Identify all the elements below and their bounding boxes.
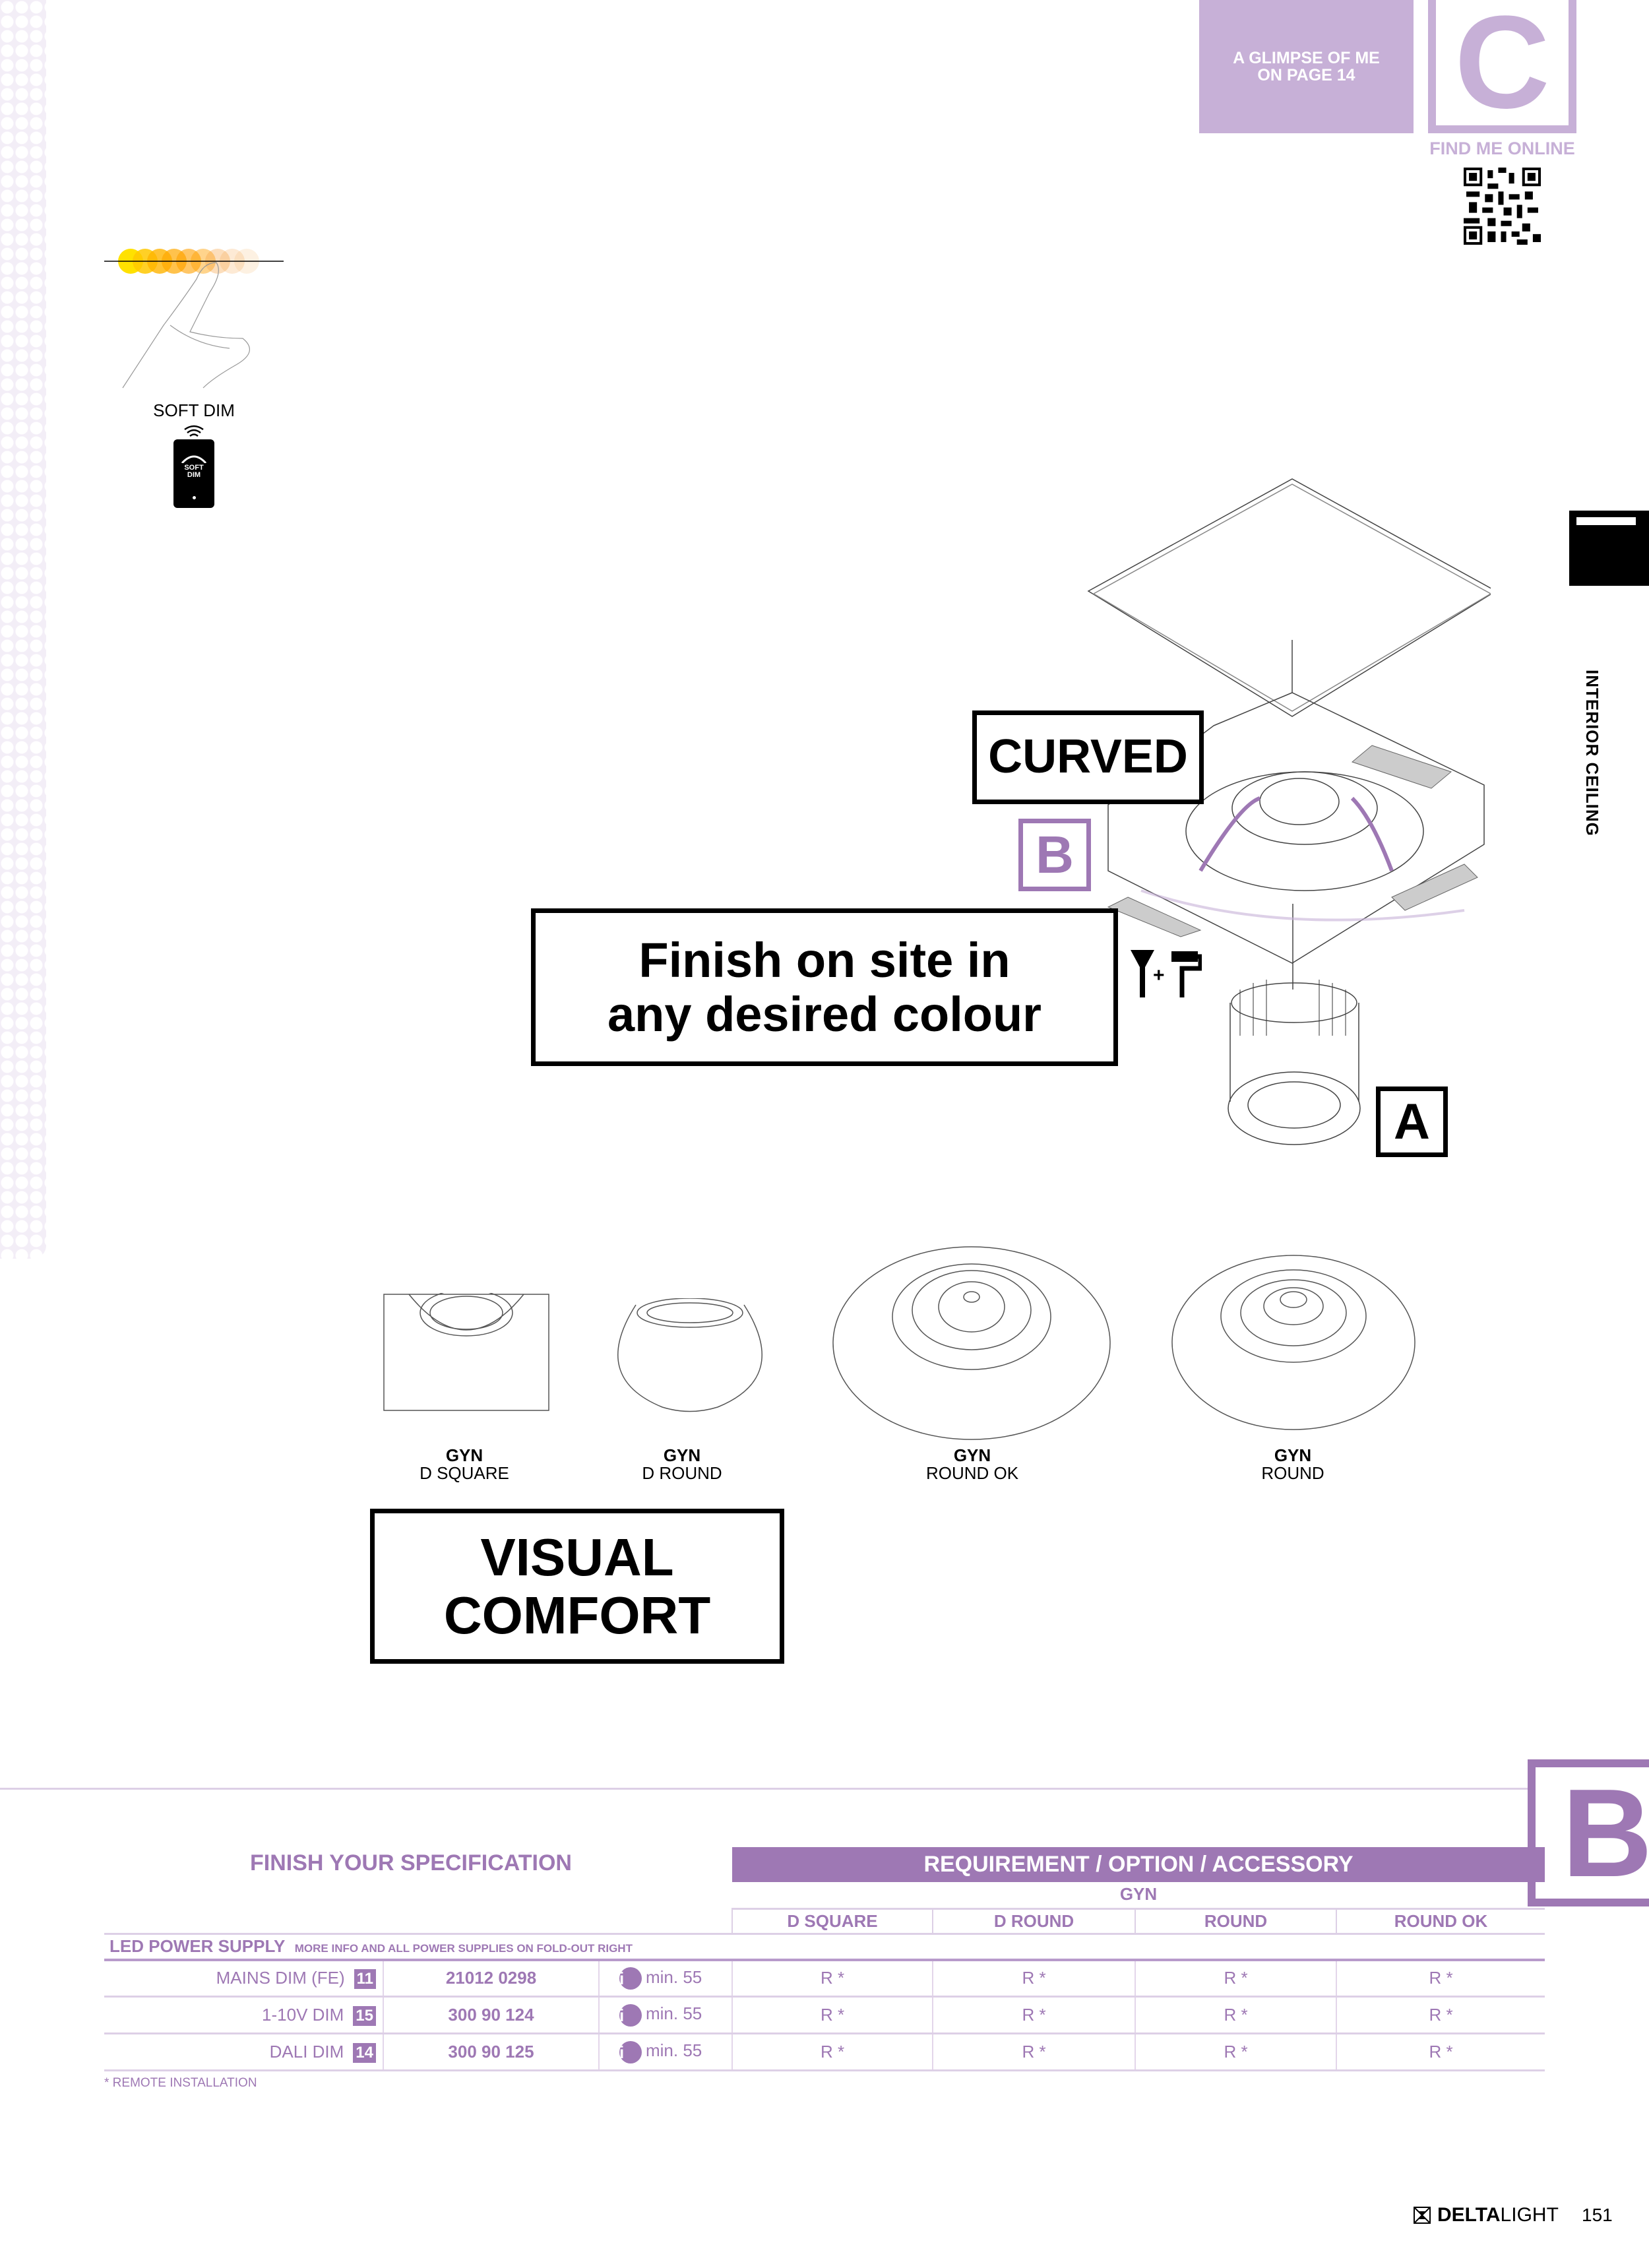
curved-callout: CURVED [972,710,1204,804]
visual-comfort-callout: VISUAL COMFORT [370,1509,784,1664]
find-me-online-label: FIND ME ONLINE [1429,139,1575,158]
category-letter-box: C [1428,0,1576,133]
group-row: LED POWER SUPPLY MORE INFO AND ALL POWER… [104,1934,1545,1961]
finish-callout: Finish on site in any desired colour [531,908,1118,1066]
spec-title: FINISH YOUR SPECIFICATION [249,1850,572,1875]
soft-dim-label: SOFT DIM [153,400,235,420]
column-header-row: D SQUARE D ROUND ROUND ROUND OK [104,1908,1545,1935]
column-header: D SQUARE [731,1908,933,1935]
glimpse-link[interactable]: A GLIMPSE OF ME ON PAGE 14 [1199,0,1414,133]
column-header: D ROUND [932,1908,1135,1935]
column-header: ROUND OK [1336,1908,1545,1935]
page-ref-badge[interactable]: 14 [353,2042,376,2063]
product-code: 300 90 124 [448,2005,534,2025]
qr-code-icon[interactable] [1464,166,1541,246]
spec-table: D SQUARE D ROUND ROUND ROUND OK LED POWE… [104,1908,1545,2071]
remote-text-line2: DIM [187,471,201,479]
glimpse-line2: ON PAGE 14 [1257,66,1355,84]
paint-roller-icon: + [1131,950,1202,997]
requirement-header: REQUIREMENT / OPTION / ACCESSORY [732,1847,1545,1882]
wireless-signal-icon [183,424,205,439]
footnote: * REMOTE INSTALLATION [104,2076,257,2090]
visual-line1: VISUAL [480,1527,674,1587]
finish-line2: any desired colour [607,986,1042,1042]
column-header: ROUND [1135,1908,1336,1935]
soft-dim-touch-illustration [104,249,284,389]
remote-text-line1: SOFT [184,464,204,472]
variant-d-round-drawing [617,1298,762,1412]
section-divider [0,1788,1528,1790]
page-ref-badge[interactable]: 11 [354,1969,376,1989]
a-callout: A [1376,1087,1448,1157]
exploded-product-drawing [1087,478,1491,1145]
deltalight-logo-icon [1414,2207,1431,2224]
b-callout: B [1018,819,1091,891]
group-note: MORE INFO AND ALL POWER SUPPLIES ON FOLD… [294,1942,633,1955]
variant-round-drawing [1171,1255,1416,1430]
group-label: LED POWER SUPPLY [109,1936,286,1957]
section-tab-marker [1569,511,1649,586]
variant-round-ok-drawing [832,1246,1111,1440]
svg-text:+: + [1153,964,1165,986]
page-number: 151 [1582,2205,1613,2225]
family-label: GYN [1119,1884,1158,1904]
product-code: 300 90 125 [448,2042,534,2062]
page-ref-badge[interactable]: 15 [353,2005,376,2026]
section-letter-box: B [1528,1759,1649,1906]
info-icon: i [619,2040,642,2063]
variant-d-square-drawing [383,1293,549,1411]
soft-dim-remote-icon: SOFT DIM [173,439,214,508]
glimpse-line1: A GLIMPSE OF ME [1233,49,1380,67]
info-icon: i [619,1967,642,1990]
decorative-pattern-strip [0,0,46,1259]
section-tab-label: INTERIOR CEILING [1582,670,1602,836]
product-code: 21012 0298 [445,1968,537,1988]
finish-line1: Finish on site in [638,933,1011,988]
info-icon: i [619,2003,642,2027]
visual-line2: COMFORT [443,1585,711,1645]
